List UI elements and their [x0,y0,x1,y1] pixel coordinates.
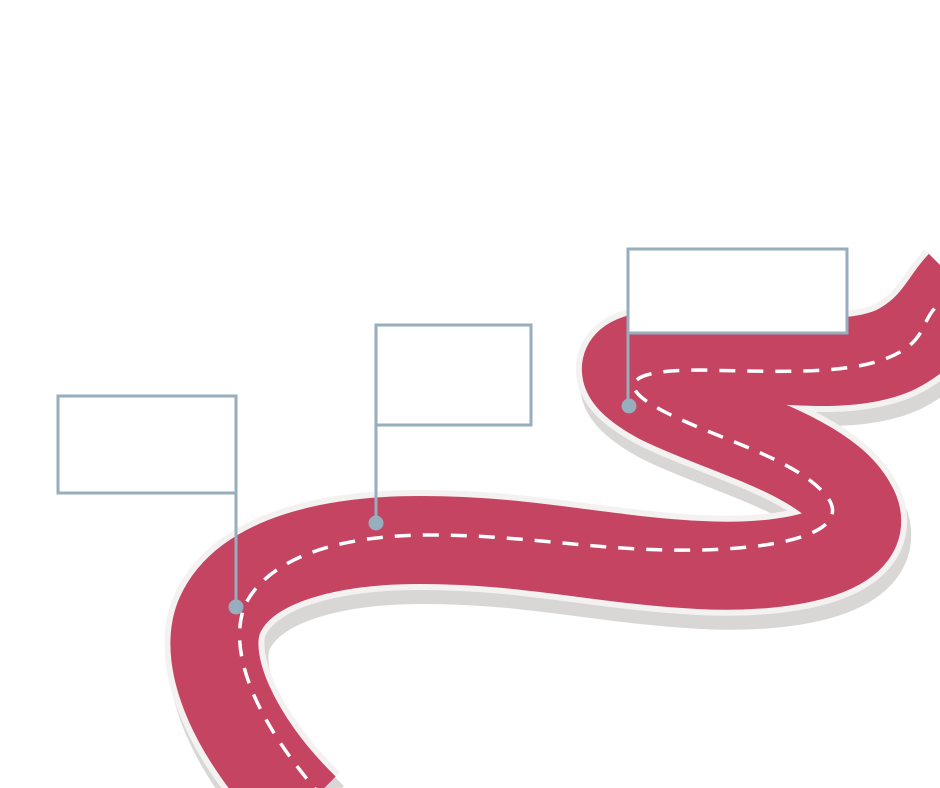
flag-1-pin [228,599,244,615]
flag-2-pin [368,515,384,531]
road-surface [170,253,940,788]
flag-3 [621,247,849,414]
flag-3-banner [626,247,849,335]
flag-1-banner [56,394,238,495]
flag-2 [368,323,533,531]
flag-3-pin [621,398,637,414]
flag-2-banner [374,323,533,427]
flag-1 [56,394,244,615]
